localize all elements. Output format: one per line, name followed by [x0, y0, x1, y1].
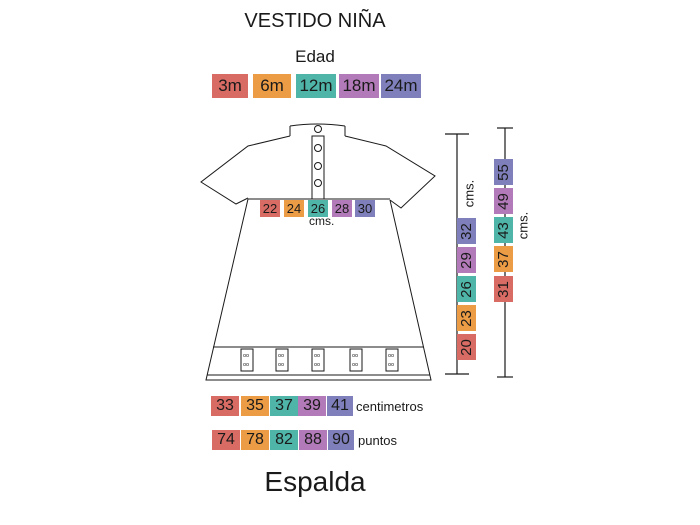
stitches-chip: 74: [212, 430, 240, 450]
button: [314, 144, 322, 152]
hem-buttonhole: [311, 348, 325, 372]
hem-buttonhole: [275, 348, 289, 372]
yoke-width-unit: cms.: [309, 214, 335, 228]
skirt: [205, 198, 432, 381]
bottom-width-chip: 35: [241, 396, 269, 416]
total-length-chip: 31: [494, 276, 513, 302]
placket: [311, 135, 325, 200]
total-length-chip: 55: [494, 159, 513, 185]
bottom-width-chip: 39: [298, 396, 326, 416]
stitches-chip: 88: [299, 430, 327, 450]
svg-text:oo: oo: [352, 353, 358, 359]
hem-buttonhole: [385, 348, 399, 372]
yoke: [200, 135, 436, 209]
age-chip: 6m: [253, 74, 291, 98]
stitches-chip: 90: [328, 430, 354, 450]
age-chip: 18m: [339, 74, 379, 98]
svg-text:oo: oo: [314, 353, 320, 359]
age-heading: Edad: [295, 47, 335, 66]
svg-text:oo: oo: [278, 362, 284, 368]
button: [314, 125, 322, 133]
yoke-width-chip: 26: [308, 200, 328, 217]
svg-text:oo: oo: [314, 362, 320, 368]
hem-buttonhole: [349, 348, 363, 372]
hem-buttonhole: [240, 348, 254, 372]
svg-text:oo: oo: [278, 353, 284, 359]
yoke-width-chip: 24: [284, 200, 304, 217]
total-length-chip: 37: [494, 246, 513, 272]
button: [314, 162, 322, 170]
svg-text:oo: oo: [388, 353, 394, 359]
skirt-length-chip: 23: [457, 305, 476, 331]
yoke-width-chip: 30: [355, 200, 375, 217]
yoke-width-chip: 22: [260, 200, 280, 217]
button: [314, 179, 322, 187]
stitches-unit: puntos: [358, 433, 398, 448]
yoke-width-chip: 28: [332, 200, 352, 217]
bottom-width-chip: 41: [327, 396, 353, 416]
stitches-chip: 82: [270, 430, 298, 450]
skirt-length-chip: 26: [457, 276, 476, 302]
collar: [289, 123, 346, 136]
age-chip: 12m: [296, 74, 336, 98]
age-chip: 24m: [381, 74, 421, 98]
skirt-length-chip: 29: [457, 247, 476, 273]
age-chip: 3m: [212, 74, 248, 98]
skirt-length-chip: 20: [457, 334, 476, 360]
bottom-width-unit: centimetros: [356, 399, 424, 414]
skirt-length-unit: cms.: [461, 179, 477, 208]
skirt-length-chip: 32: [457, 218, 476, 244]
bottom-width-chip: 37: [270, 396, 298, 416]
svg-text:oo: oo: [388, 362, 394, 368]
svg-text:oo: oo: [243, 353, 249, 359]
total-length-chip: 49: [494, 188, 513, 214]
total-length-unit: cms.: [515, 211, 531, 240]
total-length-chip: 43: [494, 217, 513, 243]
svg-text:oo: oo: [243, 362, 249, 368]
view-label: Espalda: [264, 466, 366, 497]
bottom-width-chip: 33: [211, 396, 239, 416]
stitches-chip: 78: [241, 430, 269, 450]
diagram-title: VESTIDO NIÑA: [244, 10, 386, 32]
svg-text:oo: oo: [352, 362, 358, 368]
